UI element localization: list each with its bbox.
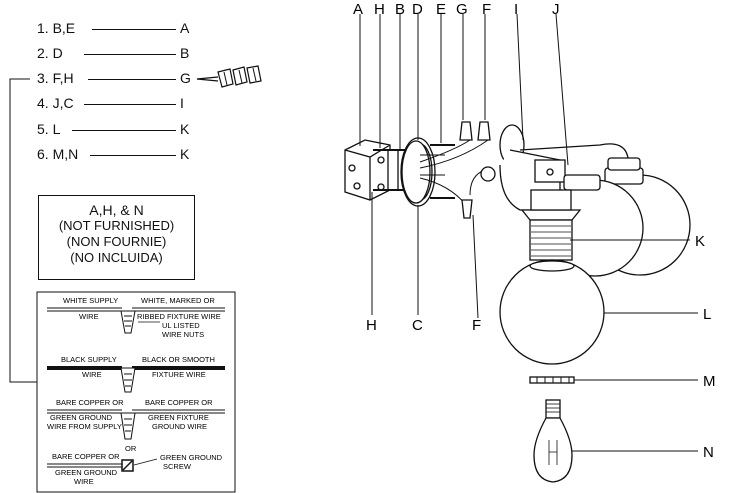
callout-F-top: F [482, 1, 491, 18]
ground-supply-label-3: WIRE FROM SUPPLY [47, 422, 122, 431]
note-line-es: (NO INCLUIDA) [70, 250, 163, 265]
step-6-target: K [180, 146, 190, 162]
step-2-parts: 2. D [37, 45, 63, 61]
step-3-parts: 3. F,H [37, 70, 74, 86]
callout-L: L [703, 306, 711, 323]
step-5-line [72, 130, 176, 131]
step-4-parts: 4. J,C [37, 95, 74, 111]
ground-screw-label-1: GREEN GROUND [160, 453, 223, 462]
step-4-target: I [180, 95, 184, 111]
ground-supply-label-2: GREEN GROUND [50, 413, 113, 422]
fixture-illustration [344, 121, 691, 483]
black-fixture-label: BLACK OR SMOOTH [142, 355, 215, 364]
callout-B: B [395, 1, 405, 18]
callout-M: M [703, 373, 716, 390]
white-fixture-label-2: RIBBED FIXTURE WIRE [137, 312, 221, 321]
step-3-target: G [180, 70, 191, 86]
black-supply-label: BLACK SUPPLY [61, 355, 117, 364]
callout-H-bottom: H [366, 317, 377, 334]
step-6-parts: 6. M,N [37, 146, 79, 162]
callout-A: A [353, 1, 363, 18]
step-1-target: A [180, 20, 190, 36]
white-supply-label-2: WIRE [79, 312, 99, 321]
callout-C: C [412, 317, 423, 334]
callout-I: I [514, 1, 518, 18]
callout-N: N [703, 444, 714, 461]
ground-screw-connection [47, 458, 158, 472]
wire-nuts-label: UL LISTED [162, 321, 200, 330]
white-fixture-label: WHITE, MARKED OR [141, 296, 215, 305]
step-4-line [84, 104, 176, 105]
ground-fixture-label-3: GROUND WIRE [152, 422, 207, 431]
ground-fixture-label-1: BARE COPPER OR [145, 398, 213, 407]
black-supply-label-2: WIRE [82, 370, 102, 379]
callout-leaders [359, 13, 698, 452]
callout-E: E [436, 1, 446, 18]
step-2-target: B [180, 45, 190, 61]
wire-nuts-icon [196, 65, 262, 88]
ground-wire-connection [47, 409, 225, 440]
ground-alt-label-1: BARE COPPER OR [52, 452, 120, 461]
black-fixture-label-2: FIXTURE WIRE [152, 370, 206, 379]
step-1-parts: 1. B,E [37, 20, 76, 36]
wiring-bracket [9, 78, 37, 383]
ground-supply-label-1: BARE COPPER OR [56, 398, 124, 407]
note-title: A,H, & N [89, 202, 144, 218]
step-5-target: K [180, 121, 190, 137]
wiring-diagram-box [36, 291, 236, 493]
note-line-en: (NOT FURNISHED) [58, 218, 175, 233]
callout-K: K [695, 233, 705, 250]
step-3-line [88, 79, 176, 80]
ground-fixture-label-2: GREEN FIXTURE [148, 413, 209, 422]
callout-F-bottom: F [472, 317, 481, 334]
white-supply-label: WHITE SUPPLY [63, 296, 118, 305]
callout-H-top: H [374, 1, 385, 18]
callout-G: G [456, 1, 468, 18]
ground-alt-label-3: WIRE [74, 477, 94, 486]
step-6-line [90, 155, 176, 156]
white-wire-connection [47, 307, 225, 334]
not-furnished-note: A,H, & N (NOT FURNISHED) (NON FOURNIE) (… [38, 195, 195, 280]
step-2-line [84, 54, 176, 55]
callout-D: D [412, 1, 423, 18]
ground-alt-label-2: GREEN GROUND [55, 468, 118, 477]
ground-screw-label-2: SCREW [163, 462, 192, 471]
step-1-line [92, 29, 176, 30]
or-label: OR [125, 444, 137, 453]
step-5-parts: 5. L [37, 121, 61, 137]
callout-J: J [552, 1, 560, 18]
wire-nuts-label-2: WIRE NUTS [162, 330, 204, 339]
black-wire-connection [47, 366, 225, 393]
note-line-fr: (NON FOURNIE) [66, 234, 167, 249]
